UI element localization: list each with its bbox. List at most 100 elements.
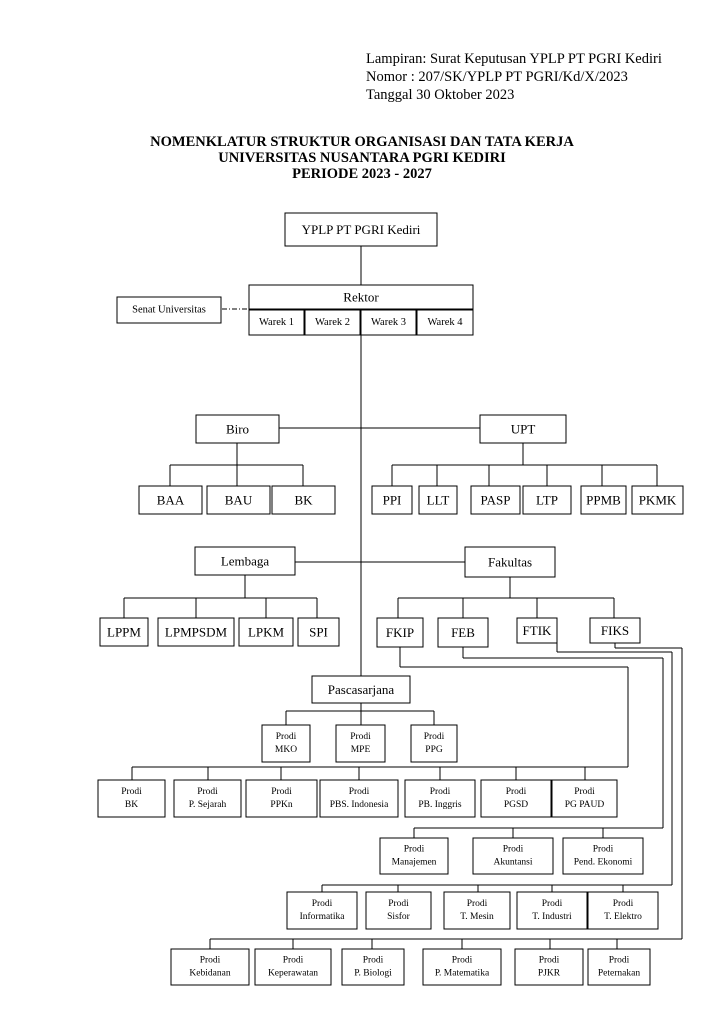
upt-ltp-box-label: LTP <box>536 493 558 508</box>
prodi-t-industri-box-label: T. Industri <box>532 912 572 922</box>
prodi-informatika-box-frame <box>286 891 358 930</box>
prodi-ppkn-box-label: PPKn <box>270 800 292 810</box>
biro-baa-box-frame <box>138 485 203 515</box>
upt-ppmb-box-label: PPMB <box>586 493 621 508</box>
prodi-t-mesin-box-label: Prodi <box>467 899 488 909</box>
warek-box-1: Warek 1 <box>248 309 305 336</box>
lembaga-spi-box: SPI <box>297 617 340 647</box>
upt-llt-box: LLT <box>418 485 458 515</box>
prodi-p-sejarah-box-label: Prodi <box>197 787 218 797</box>
senat-box: Senat Universitas <box>116 296 222 324</box>
prodi-kebidanan-box-label: Prodi <box>200 955 221 965</box>
prodi-mpe-box-frame <box>335 724 386 763</box>
prodi-kebidanan-box-frame <box>170 948 250 986</box>
lembaga-spi-box-label: SPI <box>309 625 328 640</box>
prodi-pjkr-box-label: PJKR <box>538 969 561 979</box>
prodi-t-mesin-box-label: T. Mesin <box>460 912 494 922</box>
prodi-p-biologi-box-label: Prodi <box>363 955 384 965</box>
prodi-pend-ekonomi-box-label: Pend. Ekonomi <box>574 858 633 868</box>
prodi-pb-inggris-box-label: PB. Inggris <box>418 800 462 810</box>
lembaga-lpkm-box: LPKM <box>238 617 294 647</box>
fakultas-feb-box-label: FEB <box>451 625 475 640</box>
fakultas-box: Fakultas <box>464 546 556 578</box>
prodi-pbs-indonesia-box-label: Prodi <box>349 787 370 797</box>
prodi-t-industri-box-label: Prodi <box>542 899 563 909</box>
senat-box-label: Senat Universitas <box>132 305 206 316</box>
prodi-t-industri-box: Prodi T. Industri <box>516 891 588 930</box>
lembaga-box-label: Lembaga <box>221 554 270 569</box>
lembaga-spi-box-frame <box>297 617 340 647</box>
fakultas-fkip-box-frame <box>376 617 424 648</box>
lembaga-box-frame <box>194 546 296 576</box>
prodi-mpe-box-label: Prodi <box>350 732 371 742</box>
upt-pkmk-box-label: PKMK <box>639 493 677 508</box>
rektor-box: Rektor <box>248 284 474 310</box>
lembaga-lppm-box: LPPM <box>99 617 149 647</box>
prodi-keperawatan-box-label: Prodi <box>283 955 304 965</box>
biro-bk-box-frame <box>271 485 336 515</box>
warek-box-2-label: Warek 2 <box>315 317 350 328</box>
warek-box-3-frame <box>360 309 417 336</box>
prodi-peternakan-box-label: Peternakan <box>598 969 640 979</box>
prodi-p-sejarah-box-frame <box>173 779 242 818</box>
prodi-p-biologi-box-label: P. Biologi <box>354 969 392 979</box>
lembaga-lpkm-box-frame <box>238 617 294 647</box>
lembaga-lpkm-box-label: LPKM <box>248 625 285 640</box>
prodi-ppg-box-frame <box>410 724 458 763</box>
prodi-bk-box-label: BK <box>125 800 138 810</box>
pascasarjana-box-frame <box>311 675 411 704</box>
yplp-box-label: YPLP PT PGRI Kediri <box>302 222 421 237</box>
prodi-t-mesin-box: Prodi T. Mesin <box>443 891 511 930</box>
warek-box-3: Warek 3 <box>360 309 417 336</box>
biro-bk-box-label: BK <box>294 493 313 508</box>
prodi-pb-inggris-box-label: Prodi <box>430 787 451 797</box>
prodi-akuntansi-box-label: Prodi <box>503 844 524 854</box>
upt-box-frame <box>479 414 567 444</box>
upt-ppmb-box: PPMB <box>580 485 627 515</box>
biro-baa-box-label: BAA <box>157 493 185 508</box>
connector-lines <box>123 246 683 949</box>
upt-pasp-box: PASP <box>470 485 521 515</box>
prodi-pjkr-box-frame <box>514 948 584 986</box>
biro-box-frame <box>195 414 280 444</box>
prodi-p-biologi-box: Prodi P. Biologi <box>341 948 405 986</box>
warek-box-3-label: Warek 3 <box>371 317 406 328</box>
prodi-pend-ekonomi-box-frame <box>562 837 644 875</box>
prodi-sisfor-box-label: Prodi <box>388 899 409 909</box>
prodi-peternakan-box-label: Prodi <box>609 955 630 965</box>
prodi-akuntansi-box-frame <box>472 837 554 875</box>
fakultas-fiks-box-label: FIKS <box>601 623 629 638</box>
lembaga-lpmpsdm-box: LPMPSDM <box>157 617 235 647</box>
pascasarjana-box: Pascasarjana <box>311 675 411 704</box>
fakultas-feb-box: FEB <box>437 617 489 648</box>
biro-bau-box-frame <box>206 485 271 515</box>
biro-bau-box: BAU <box>206 485 271 515</box>
prodi-pgsd-box-label: PGSD <box>504 800 528 810</box>
upt-box-label: UPT <box>511 422 536 437</box>
upt-pasp-box-frame <box>470 485 521 515</box>
prodi-peternakan-box-frame <box>587 948 651 986</box>
prodi-t-elektro-box-frame <box>587 891 659 930</box>
title-line-1: NOMENKLATUR STRUKTUR ORGANISASI DAN TATA… <box>150 134 574 150</box>
rektor-box-frame <box>248 284 474 310</box>
prodi-ppg-box-label: PPG <box>425 745 443 755</box>
prodi-pjkr-box-label: Prodi <box>539 955 560 965</box>
title-line-3: PERIODE 2023 - 2027 <box>292 166 432 182</box>
attachment-block: Lampiran: Surat Keputusan YPLP PT PGRI K… <box>366 50 662 104</box>
prodi-t-elektro-box-label: T. Elektro <box>604 912 642 922</box>
prodi-t-elektro-box-label: Prodi <box>613 899 634 909</box>
upt-ltp-box-frame <box>522 485 572 515</box>
prodi-mko-box-frame <box>261 724 311 763</box>
prodi-akuntansi-box-label: Akuntansi <box>493 858 532 868</box>
document-title: NOMENKLATUR STRUKTUR ORGANISASI DAN TATA… <box>0 134 724 182</box>
prodi-pgsd-box-frame <box>480 779 552 818</box>
prodi-pbs-indonesia-box-label: PBS. Indonesia <box>330 800 389 810</box>
